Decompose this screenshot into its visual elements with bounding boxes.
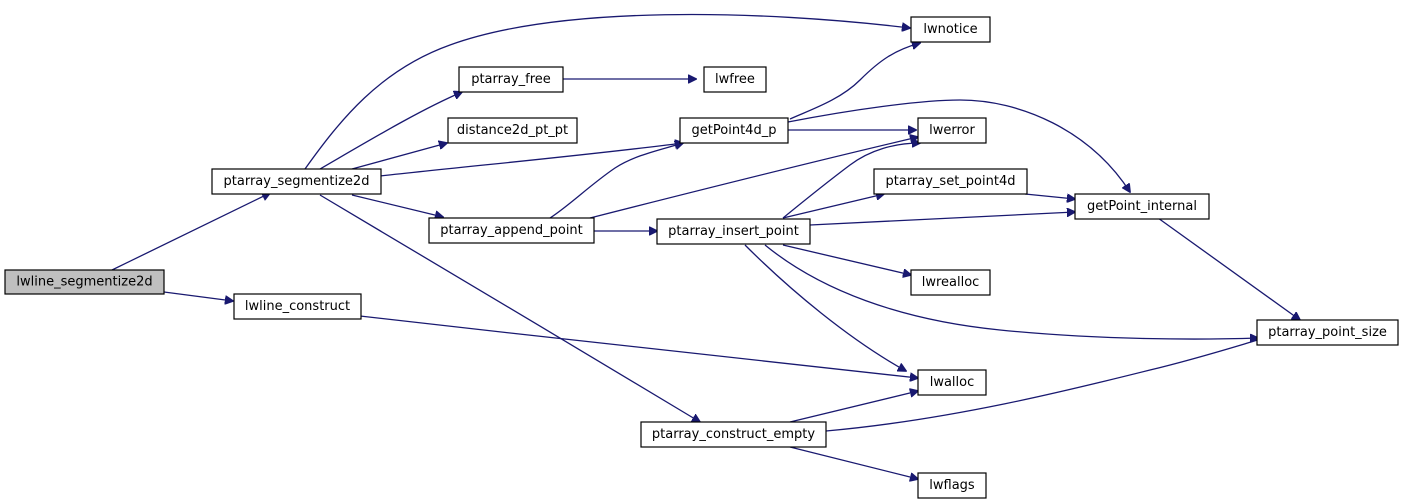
edge-ptarray-segmentize2d-to-lwnotice <box>304 13 910 170</box>
edge-getpoint-internal-to-ptarray-point-size <box>1157 217 1300 320</box>
edge-ptarray-append-point-to-getpoint4d-p <box>549 143 683 219</box>
edge-lwline-construct-to-lwalloc <box>359 315 918 378</box>
edge-ptarray-segmentize2d-to-ptarray-construct-empty <box>319 194 700 422</box>
edge-ptarray-insert-point-to-lwalloc <box>744 244 906 371</box>
node-getpoint4d-p[interactable]: getPoint4d_p <box>679 117 789 144</box>
node-getpoint-internal[interactable]: getPoint_internal <box>1074 193 1210 220</box>
node-label: getPoint4d_p <box>692 123 777 138</box>
edge-ptarray-segmentize2d-to-getpoint4d-p <box>379 143 683 177</box>
node-label: ptarray_append_point <box>440 223 583 238</box>
edge-getpoint4d-p-to-lwnotice <box>789 43 920 120</box>
edge-getpoint4d-p-to-getpoint-internal <box>787 99 1130 192</box>
edge-ptarray-construct-empty-to-lwflags <box>789 446 918 479</box>
edge-ptarray-construct-empty-to-ptarray-point-size <box>825 337 1268 432</box>
node-ptarray-segmentize2d[interactable]: ptarray_segmentize2d <box>211 168 382 195</box>
node-label: ptarray_segmentize2d <box>224 174 370 189</box>
node-label: ptarray_free <box>471 72 551 87</box>
node-ptarray-set-point4d[interactable]: ptarray_set_point4d <box>873 168 1028 195</box>
node-label: ptarray_insert_point <box>668 224 799 239</box>
edge-ptarray-append-point-to-lwerror <box>589 137 918 219</box>
edge-ptarray-insert-point-to-lwrealloc <box>782 244 911 275</box>
edge-ptarray-insert-point-to-ptarray-set-point4d <box>782 194 884 219</box>
node-ptarray-append-point[interactable]: ptarray_append_point <box>428 217 595 244</box>
node-label: ptarray_construct_empty <box>652 427 815 442</box>
node-label: getPoint_internal <box>1087 199 1197 214</box>
node-label: lwline_construct <box>245 299 350 314</box>
edges <box>111 13 1300 479</box>
nodes: lwline_segmentize2d ptarray_segmentize2d… <box>4 16 1399 499</box>
node-lwline-segmentize2d[interactable]: lwline_segmentize2d <box>4 269 165 295</box>
node-label: ptarray_set_point4d <box>886 174 1016 189</box>
node-label: lwrealloc <box>922 275 980 290</box>
node-label: distance2d_pt_pt <box>457 123 568 138</box>
edge-ptarray-construct-empty-to-lwalloc <box>789 391 918 423</box>
edge-lwline-segmentize2d-to-lwline-construct <box>163 291 233 301</box>
edge-ptarray-insert-point-to-ptarray-point-size <box>764 244 1258 339</box>
node-lwnotice[interactable]: lwnotice <box>910 16 991 43</box>
node-distance2d-pt-pt[interactable]: distance2d_pt_pt <box>447 117 578 144</box>
edge-ptarray-segmentize2d-to-distance2d-pt-pt <box>351 143 447 170</box>
node-ptarray-insert-point[interactable]: ptarray_insert_point <box>656 218 811 245</box>
node-label: lwerror <box>929 123 975 138</box>
node-lwrealloc[interactable]: lwrealloc <box>910 269 991 296</box>
edge-ptarray-segmentize2d-to-ptarray-append-point <box>351 194 443 217</box>
edge-lwline-segmentize2d-to-ptarray-segmentize2d <box>111 193 270 271</box>
node-label: lwline_segmentize2d <box>16 275 152 290</box>
node-lwfree[interactable]: lwfree <box>703 66 767 93</box>
node-lwline-construct[interactable]: lwline_construct <box>233 293 362 320</box>
edge-ptarray-insert-point-to-getpoint-internal <box>809 212 1075 226</box>
node-ptarray-construct-empty[interactable]: ptarray_construct_empty <box>640 421 827 448</box>
node-label: ptarray_point_size <box>1268 325 1387 340</box>
edge-ptarray-insert-point-to-lwerror <box>782 143 920 219</box>
edge-ptarray-set-point4d-to-getpoint-internal <box>1024 193 1075 199</box>
node-lwflags[interactable]: lwflags <box>917 472 987 499</box>
node-ptarray-point-size[interactable]: ptarray_point_size <box>1256 319 1399 346</box>
node-label: lwfree <box>715 72 755 87</box>
node-lwalloc[interactable]: lwalloc <box>917 369 987 396</box>
node-lwerror[interactable]: lwerror <box>917 117 987 144</box>
node-label: lwflags <box>929 478 975 493</box>
edge-ptarray-segmentize2d-to-ptarray-free <box>319 92 462 170</box>
node-label: lwalloc <box>930 375 975 390</box>
node-label: lwnotice <box>923 22 977 37</box>
node-ptarray-free[interactable]: ptarray_free <box>458 66 564 93</box>
